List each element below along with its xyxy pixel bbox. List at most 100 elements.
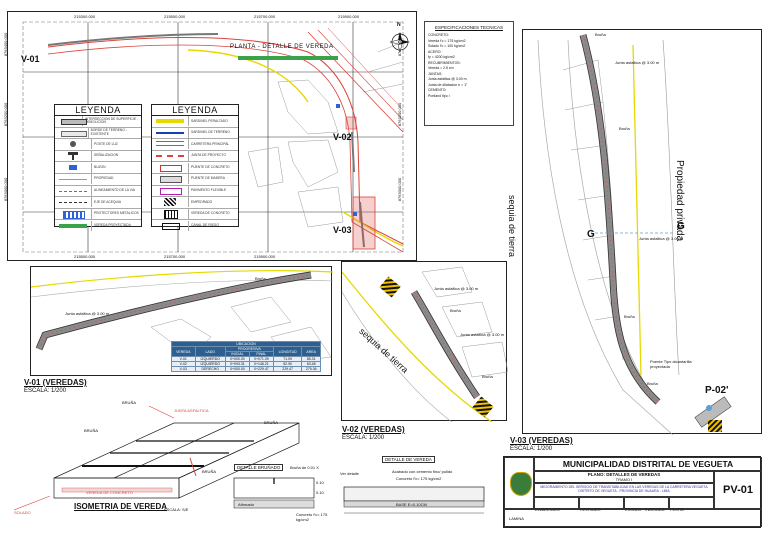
table-header: LADO [194,346,226,357]
municipality-seal-icon [510,472,532,496]
legend-1-row: PROTECTORES METALICOS [55,209,141,221]
legend-1-row: POSTE DE LUZ [55,139,141,151]
grid-coord-right-2: 8763200.000 [397,102,403,127]
v02-title: V-02 (VEREDAS) [342,425,405,434]
isometric-detail: BRUÑA JUNTA ASFALTICA BRUÑA BRUÑA BRUÑA … [14,398,314,520]
legend-property-icon [55,174,92,185]
legend-2-row: PAVIMENTO FLEXIBLE [152,185,238,198]
spec-line: Solado f'c = 100 kg/cm2 [428,44,466,48]
legend-concrete-bridge-icon [152,162,189,173]
v02-drawing [342,266,508,422]
table-cell: DERECHO [194,366,226,372]
bruna-detail-drawing [233,477,315,509]
legend-2: LEYENDA SARDINEL PERALTADO SARDINEL DE T… [151,104,239,231]
legend-1-row: VEREDA PROYECTADA [55,220,141,231]
legend-2-row: CANAL DE RIEGO [152,220,238,231]
plan-name: PLANO: DETALLES DE VEREDAS [587,472,661,477]
legend-2-row: VEREDA DE CONCRETO [152,209,238,221]
sheet-code: PV-01 [723,484,753,496]
v03-panel: Bruña Junta asfaltica @ 3.00 m Bruña Bru… [507,29,762,435]
spec-line: Portland tipo I [428,93,450,98]
spec-line: CEMENTO: [428,88,447,92]
legend-1-text: POSTE DE LUZ [94,141,118,146]
sidewalk-detail-note1: Acabado con cemento fino/ pulido [392,469,453,474]
legend-1-text: PROTECTORES METALICOS [94,211,139,216]
tb-code: PV-01 [714,471,762,509]
legend-alignment-icon [55,185,92,196]
iso-title: ISOMETRIA DE VEREDA [74,502,168,511]
v03-title: V-03 (VEREDAS) [510,436,573,445]
tb-footer: LAMINA [504,509,762,527]
legend-2-title: LEYENDA [152,105,238,116]
spec-line: ACERO: [428,49,442,54]
legend-curb-icon [152,116,189,127]
table-row: V-01 IZQUIERDO 0+000.00 0+071.09 71.09 8… [171,356,321,362]
bruna-dim-2: 0.10 [316,490,324,495]
table-header: VEREDA [171,346,196,357]
v02-scale: ESCALA: 1/200 [342,435,385,441]
legend-2-text: PUENTE DE MADERA [191,176,225,181]
specifications-box: ESPECIFICACIONES TECNICAS CONCRETO:Vered… [424,21,514,126]
plan-marker-v02: V-02 [333,132,352,142]
spec-line: Vereda f'c = 175 kg/cm2 [428,38,466,43]
legend-2-text: SARDINEL PERALTADO [191,118,228,123]
spec-line: Vereda = 2.5 cm [428,66,454,70]
sidewalk-detail-base: BASE E=0.10CM [396,502,427,507]
legend-pavement-icon [152,185,189,196]
v03-bruna-label-3: Bruña [624,314,635,319]
legend-protector-icon [55,209,92,220]
spec-line: Junta asfaltica @ 3.00 m [428,77,467,81]
sidewalk-detail-drawing [343,486,485,514]
tb-plan: PLANO: DETALLES DE VEREDAS TRAMO I [534,471,714,483]
table-cell: V-03 [171,366,196,372]
v01-bruna-label: Bruña [255,276,266,281]
legend-1-row: EJE DE ACEQUIA [55,197,141,209]
iso-label-bruna-2: BRUÑA [264,420,279,425]
v02-panel: Junta asfaltica @ 3.00 m Bruña Junta asf… [341,261,508,422]
grid-coord-top-3: 215700.000 [254,14,276,19]
legend-2-row: JUNTA DE PROYECTO [152,151,238,163]
title-block: MUNICIPALIDAD DISTRITAL DE VEGUETA PLANO… [503,456,762,528]
legend-2-row: CARRETERA PRINCIPAL [152,139,238,151]
v01-scale: ESCALA: 1/200 [24,388,67,394]
grid-coord-bottom-3: 215900.000 [254,254,276,259]
legend-2-row: SARDINEL DE TERRENO [152,127,238,140]
table-cell: 229.47 [272,366,303,372]
table-row: V-03 DERECHO 0+000.00 0+229.47 229.47 27… [171,366,321,372]
plan-marker-v01: V-01 [21,54,40,64]
iso-label-concrete: VEREDA DE CONCRETO [86,490,133,495]
v02-bruna-label-2: Bruña [482,374,493,379]
project-name: MEJORAMIENTO DEL SERVICIO DE TRANSITABIL… [540,485,708,493]
v01-drawing [31,270,333,363]
legend-demolition-icon [55,116,87,127]
legend-manhole-icon [55,162,92,173]
iso-label-bruna-1: BRUÑA [122,400,137,405]
iso-label-junta: JUNTA ASFALTICA [174,408,209,413]
v02-bruna-label-1: Bruña [450,308,461,313]
legend-2-text: VEREDA DE CONCRETO [191,211,230,216]
sidewalk-detail-note2: Concreto f'c= 175 kg/cm2 [396,476,442,481]
v03-section-g-left: G [587,229,595,240]
iso-label-bruna-4: BRUÑA [84,428,99,433]
bruna-afirmado: Afirmado [238,502,255,507]
legend-1: LEYENDA INTERSECCION DE SUPERFICIE - DEM… [54,104,142,231]
table-header: AREA [301,346,321,357]
legend-concrete-sidewalk-icon [152,209,189,220]
legend-2-text: PUENTE DE CONCRETO [191,164,230,169]
v03-bruna-label: Bruña [595,32,606,37]
v03-drawing [537,34,732,435]
legend-2-text: EMPEDRADO [191,199,213,204]
plan-view-frame: V-01 V-02 V-03 PLANTA - DETALLE DE VERED… [3,11,417,261]
v03-bruna-label-2: Bruña [619,126,630,131]
grid-coord-top-2: 215500.000 [164,14,186,19]
table-cell: 275.36 [301,366,321,372]
iso-subtitle: ESCALA: S/E [164,507,189,512]
legend-main-road-icon [152,139,189,150]
municipality-name: MUNICIPALIDAD DISTRITAL DE VEGUETA [562,459,734,469]
grid-coord-right-3: 8763000.000 [397,177,403,202]
legend-canal-axis-icon [55,197,92,208]
legend-lamp-post-icon [55,139,92,150]
legend-1-text: PROPIEDAD [94,176,114,181]
v03-canal-label: sequia de tierra [507,195,517,258]
grid-coord-bottom-1: 215500.000 [74,254,96,259]
